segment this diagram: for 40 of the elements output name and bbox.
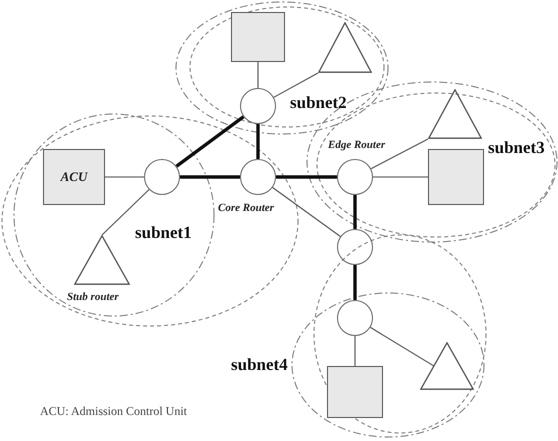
thick-link-line — [353, 265, 357, 300]
square-node — [428, 149, 484, 205]
thick-link-line — [276, 175, 337, 179]
node-caption: Core Router — [218, 202, 274, 214]
thick-link-line — [180, 175, 240, 179]
subnet-label: subnet3 — [488, 139, 545, 156]
circle-node — [337, 229, 373, 265]
subnet-label: subnet1 — [135, 224, 192, 241]
square-node: ACU — [43, 149, 105, 205]
subnet-boundary — [175, 1, 389, 135]
link-line — [370, 138, 428, 170]
link-line — [257, 62, 259, 88]
circle-node — [337, 159, 373, 195]
link-line — [373, 176, 428, 178]
subnet-label: subnet2 — [290, 94, 347, 111]
triangle-node — [420, 342, 474, 390]
link-line — [105, 176, 144, 178]
subnet-boundary — [231, 234, 487, 438]
triangle-node — [318, 22, 372, 73]
subnet-label: subnet4 — [231, 356, 288, 373]
thick-link-line — [353, 195, 357, 229]
circle-node — [337, 300, 373, 336]
triangle-node — [74, 235, 130, 285]
square-node — [231, 12, 285, 62]
triangle-node — [428, 89, 482, 139]
node-caption: Edge Router — [328, 139, 386, 151]
circle-node — [240, 159, 276, 195]
link-line — [274, 72, 318, 98]
link-line — [272, 187, 341, 237]
circle-node — [240, 88, 276, 124]
thick-link-line — [175, 115, 245, 168]
thick-link-line — [256, 124, 260, 159]
node-caption: Stub router — [67, 291, 119, 303]
link-line — [370, 326, 434, 366]
square-node — [327, 366, 383, 418]
footnote-text: ACU: Admission Control Unit — [40, 405, 188, 418]
circle-node — [144, 159, 180, 195]
link-line — [102, 189, 150, 236]
subnet-boundary — [1, 113, 299, 327]
link-line — [354, 336, 356, 366]
